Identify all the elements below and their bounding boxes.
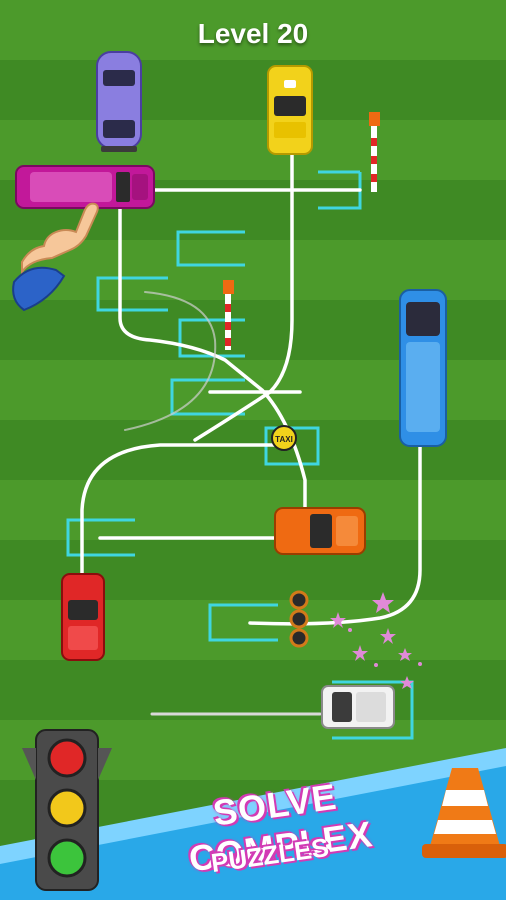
barrier-gate-icon xyxy=(369,112,380,192)
promo-banner xyxy=(0,748,506,900)
traffic-cone-icon xyxy=(422,768,506,858)
hand-pointer-icon xyxy=(12,202,99,312)
parking-slot xyxy=(96,276,168,312)
parking-slot xyxy=(318,170,362,210)
parking-slot xyxy=(66,518,135,557)
yellow-taxi[interactable] xyxy=(267,65,313,155)
orange-sedan[interactable] xyxy=(274,507,366,555)
pink-limo[interactable] xyxy=(15,165,155,209)
purple-van[interactable] xyxy=(96,51,142,152)
traffic-light-icon xyxy=(22,729,112,891)
taxi-sign-label: TAXI xyxy=(275,435,293,444)
parking-slot xyxy=(332,680,414,740)
parking-slot xyxy=(176,230,245,267)
white-jeep[interactable] xyxy=(321,685,395,729)
red-car[interactable] xyxy=(61,573,105,661)
parking-slot xyxy=(208,603,278,642)
tire-stack-icon xyxy=(289,590,309,648)
sparkle-icon xyxy=(330,592,422,689)
barrier-gate-icon xyxy=(223,280,234,350)
level-title: Level 20 xyxy=(197,18,309,49)
taxi-sign: TAXI xyxy=(271,425,297,451)
blue-limo[interactable] xyxy=(399,289,447,447)
